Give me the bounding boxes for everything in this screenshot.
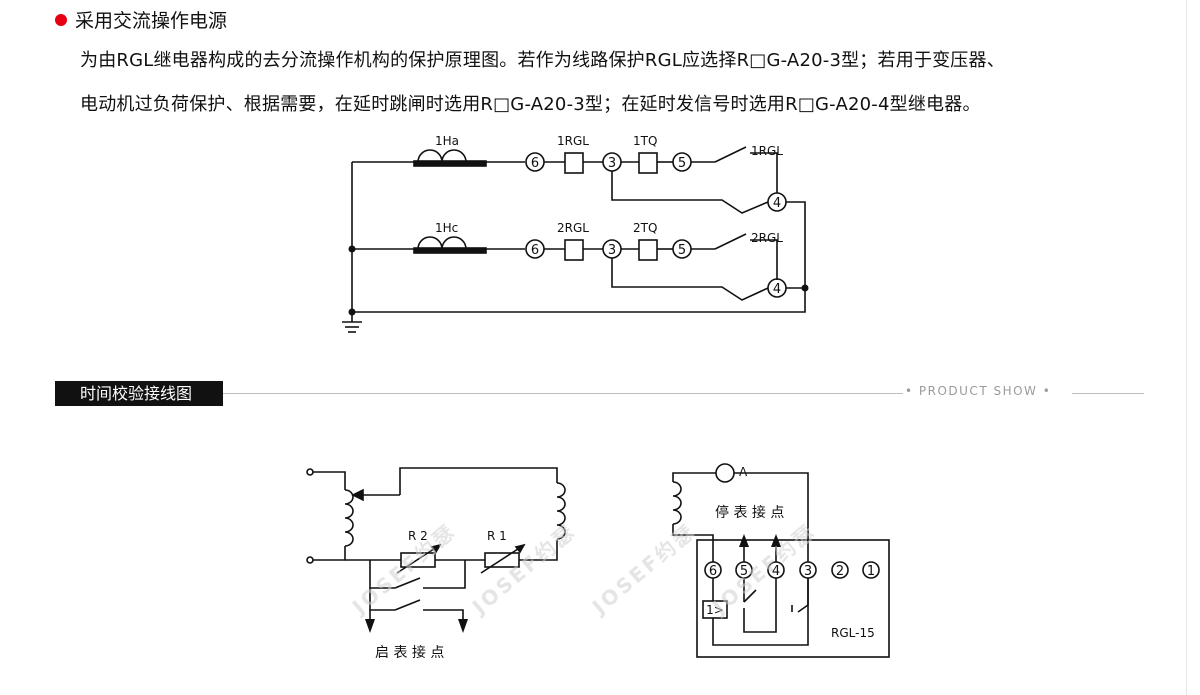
contact-top-label: 1RGL [751, 144, 783, 158]
section-title: 采用交流操作电源 [75, 10, 228, 32]
transformer-primary [344, 489, 354, 547]
terminal-6-bottom-label: 6 [531, 243, 539, 258]
r1-label: R 1 [487, 529, 507, 543]
trip-rect-top [638, 152, 658, 174]
coil-secondary [672, 481, 682, 525]
contact-5 [743, 589, 757, 603]
start-switch-lower [394, 599, 421, 611]
coil-bottom-label: 1Hc [435, 221, 458, 235]
coil-bottom [417, 236, 467, 250]
junction-dot [801, 284, 809, 292]
terminal-3-top-label: 3 [608, 156, 616, 171]
section-header: 采用交流操作电源 [55, 6, 227, 33]
trip-bottom-label: 2TQ [633, 221, 657, 235]
r2-label: R 2 [408, 529, 428, 543]
start-arrow-left [365, 619, 375, 633]
terminal-5-top-label: 5 [678, 156, 686, 171]
subsection-divider [223, 393, 903, 394]
terminal-3-bottom-label: 3 [608, 243, 616, 258]
start-contact-label: 启 表 接 点 [375, 644, 444, 661]
transformer-secondary [556, 482, 566, 540]
terminal-6-top-label: 6 [531, 156, 539, 171]
junction-dot [348, 245, 356, 253]
terminal-5-bottom-label: 5 [678, 243, 686, 258]
terminal-2 [831, 561, 849, 579]
contact-bottom-label: 2RGL [751, 231, 783, 245]
trip-rect-bottom [638, 239, 658, 261]
product-show-tagline: • PRODUCT SHOW • [905, 384, 1052, 398]
relay-bottom-label: 2RGL [557, 221, 589, 235]
junction-dot [348, 308, 356, 316]
terminal-4-bottom-label: 4 [773, 282, 781, 297]
terminal-5-label: 5 [740, 564, 748, 579]
terminal-3-label: 3 [804, 564, 812, 579]
left-bus-wire [351, 162, 806, 313]
relay-element-label: 1> [706, 603, 724, 617]
terminal-2-label: 2 [836, 564, 844, 579]
coil-top-label: 1Ha [435, 134, 459, 148]
relay-rect-top [564, 152, 584, 174]
coil-top [417, 149, 467, 163]
core-top [413, 160, 487, 167]
terminal-1 [862, 561, 880, 579]
terminal-4-top-label: 4 [773, 196, 781, 211]
tagline-divider [1072, 393, 1144, 394]
contact-bottom [714, 233, 747, 250]
relay-enclosure [696, 539, 890, 658]
relay-rect-bottom [564, 239, 584, 261]
page-right-border [1186, 0, 1187, 695]
contact-top [714, 146, 747, 163]
start-arrow-right [458, 619, 468, 633]
terminal-6-label: 6 [709, 564, 717, 579]
rgl15-diagram: A 停 表 接 点 6 5 4 3 2 1 1> RGL-15 [672, 463, 890, 658]
relay-top-label: 1RGL [557, 134, 589, 148]
relay-element-box [702, 600, 728, 619]
start-timer-diagram: R 2 R 1 启 表 接 点 [306, 467, 566, 661]
terminal-4-label: 4 [772, 564, 780, 579]
protection-schematic: 1Ha 1RGL 1TQ 1RGL 1Hc 2RGL 2TQ 2RGL 6 3 … [342, 134, 809, 333]
core-bottom [413, 247, 487, 254]
stop-arrow-4 [771, 534, 781, 547]
bullet-dot-icon [55, 13, 67, 26]
start-switch-upper [394, 577, 421, 589]
model-label: RGL-15 [831, 626, 875, 640]
ammeter [715, 463, 735, 483]
stop-arrow-5 [739, 534, 749, 547]
description-line-2: 电动机过负荷保护、根据需要，在延时跳闸时选用R□G-A20-3型；在延时发信号时… [80, 94, 981, 115]
ammeter-label: A [739, 465, 748, 479]
description-line-1: 为由RGL继电器构成的去分流操作机构的保护原理图。若作为线路保护RGL应选择R□… [80, 50, 1005, 71]
subsection-title: 时间校验接线图 [55, 381, 223, 406]
trip-top-label: 1TQ [633, 134, 657, 148]
terminal-1-label: 1 [867, 564, 875, 579]
stop-contact-label: 停 表 接 点 [715, 504, 784, 521]
